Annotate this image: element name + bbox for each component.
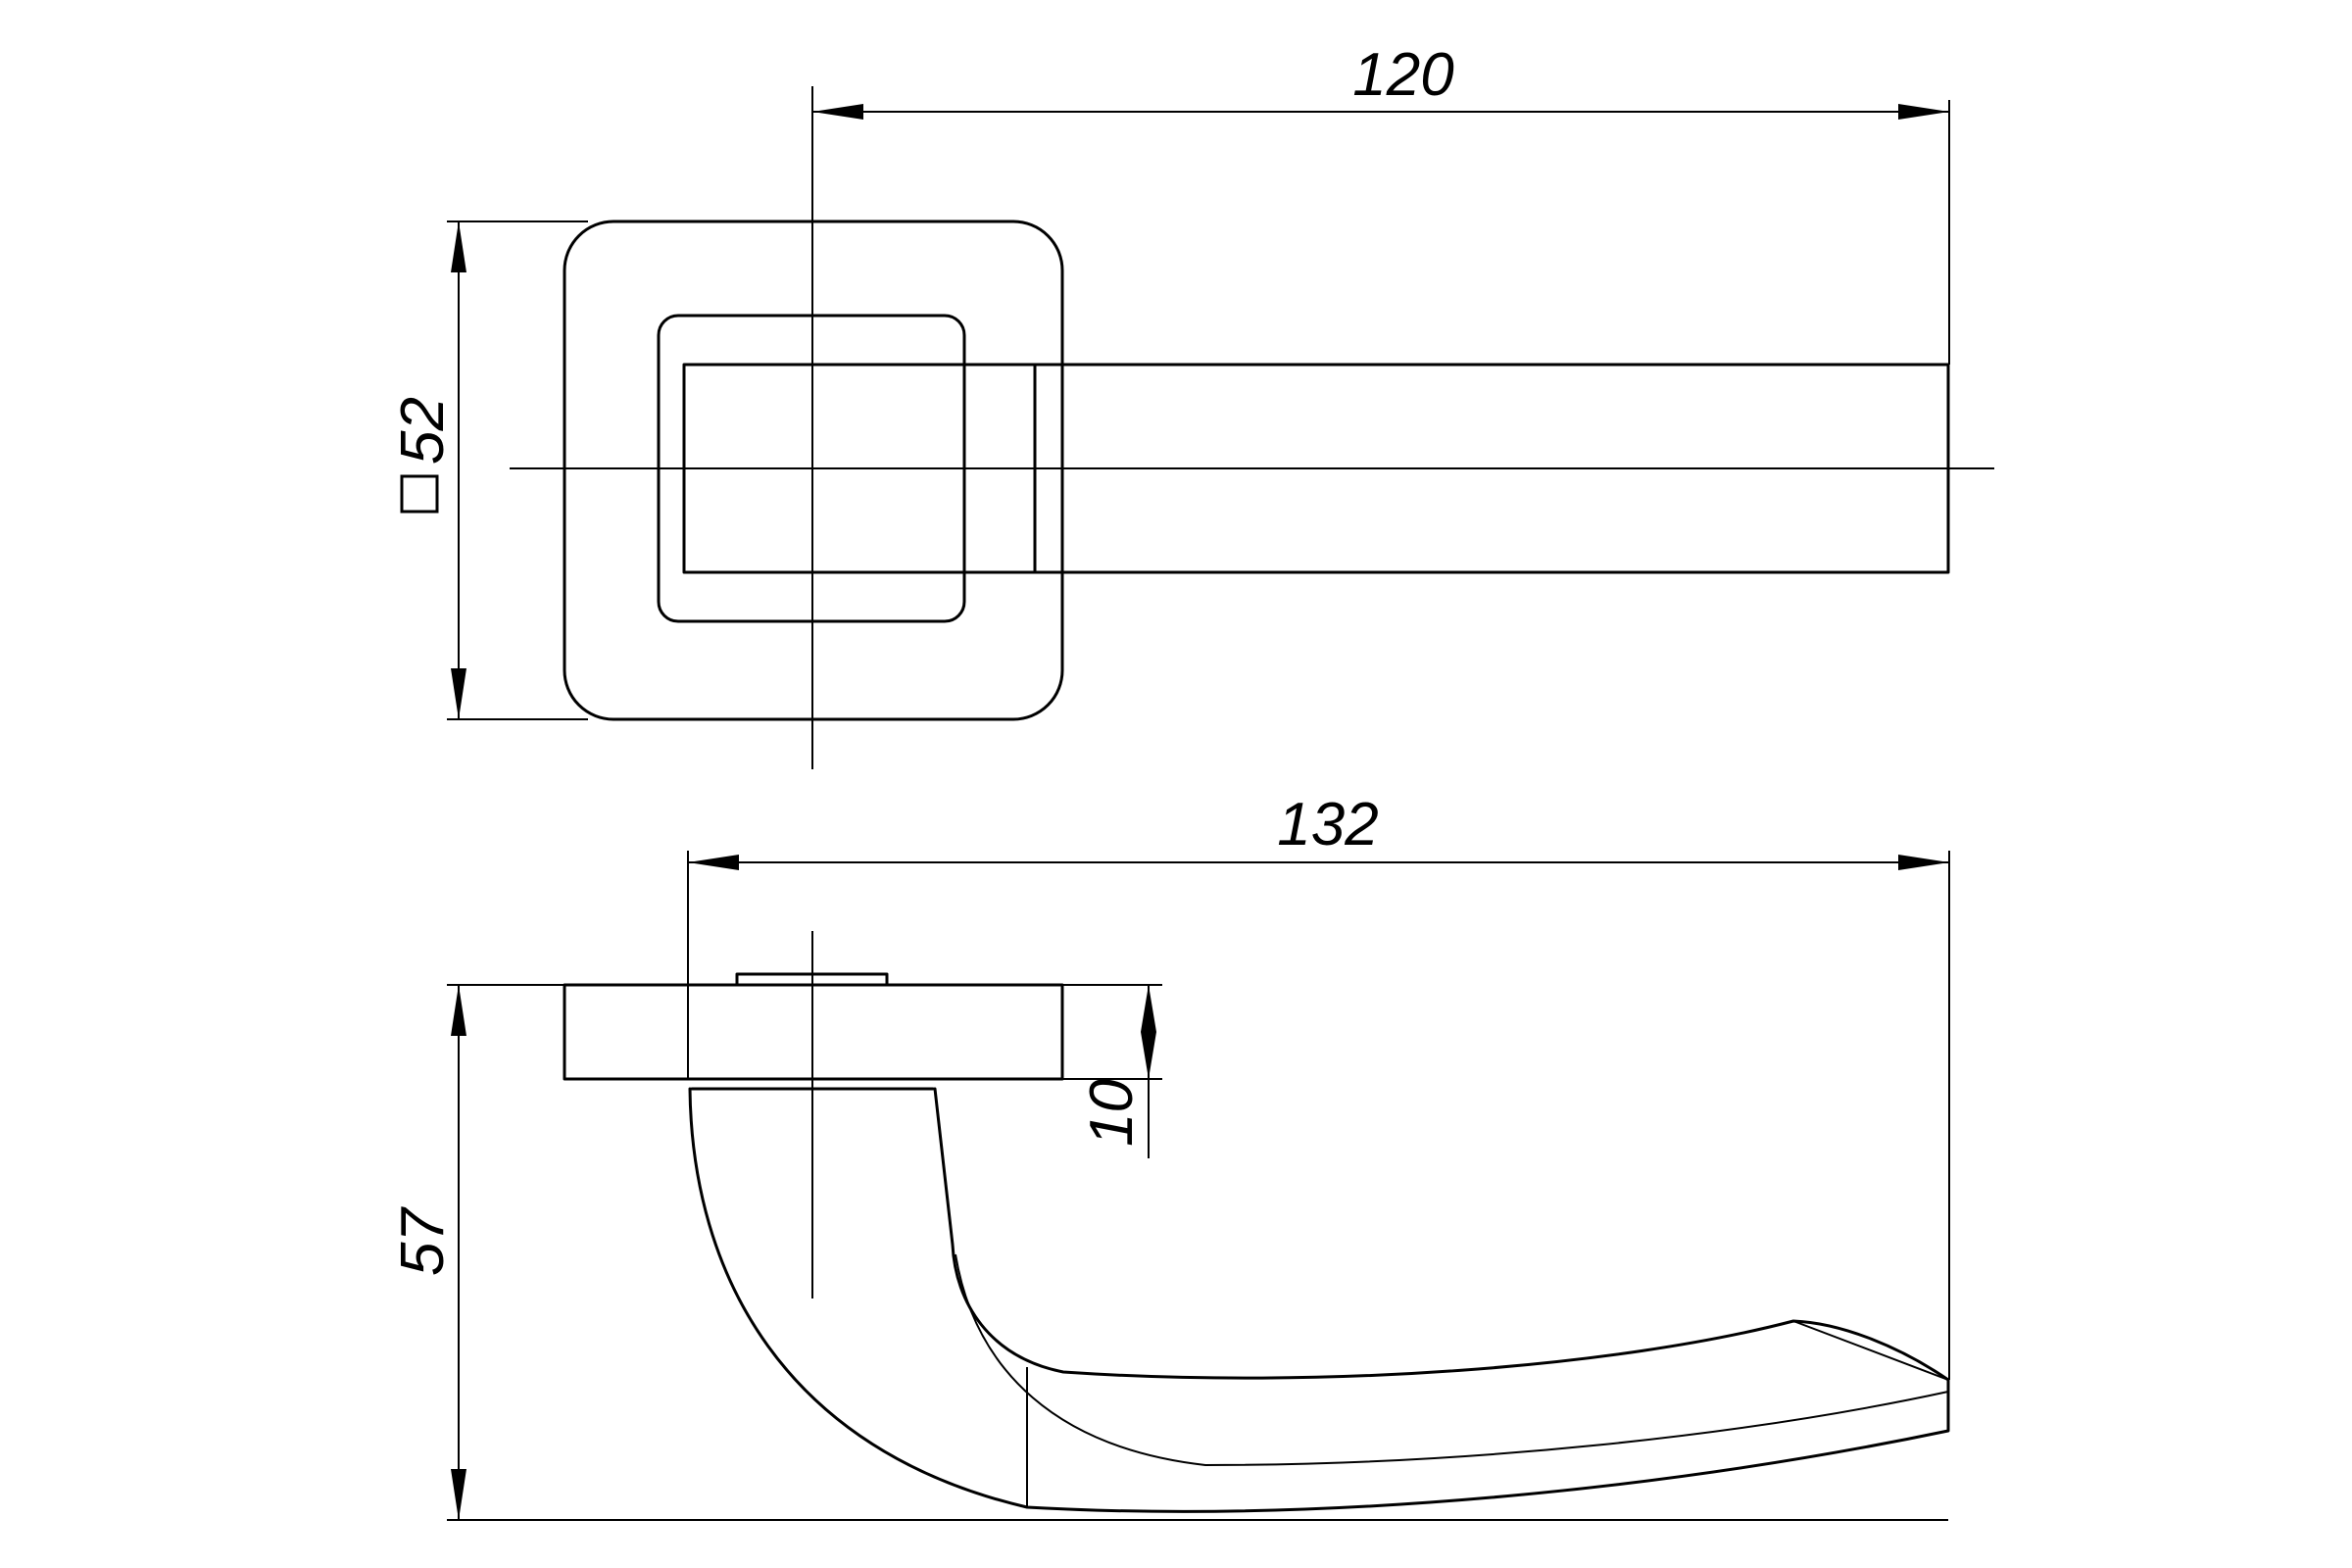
arrowhead-120-right — [1898, 104, 1949, 120]
arrowhead-52-bottom — [451, 668, 466, 719]
dim-label-132: 132 — [1277, 791, 1378, 858]
arrowhead-57-top — [451, 985, 466, 1036]
dim-label-52: 52 — [389, 397, 457, 465]
top-view: 120 52 — [389, 41, 1994, 769]
lever-side-outline — [688, 1087, 1950, 1513]
arrowhead-10-top — [1141, 985, 1156, 1032]
arrowhead-132-left — [688, 855, 739, 870]
arrowhead-132-right — [1898, 855, 1949, 870]
dim-label-120: 120 — [1352, 41, 1453, 109]
dim-label-57: 57 — [389, 1206, 457, 1276]
arrowhead-120-left — [812, 104, 863, 120]
dim-label-10: 10 — [1078, 1079, 1146, 1147]
side-view: 132 10 57 — [389, 791, 1950, 1521]
lever-inner-curve — [955, 1253, 1949, 1467]
arrowhead-52-top — [451, 221, 466, 272]
lever-tip-facet — [1792, 1320, 1949, 1381]
square-symbol-icon — [400, 474, 439, 514]
arrowhead-57-bottom — [451, 1469, 466, 1520]
arrowhead-10-bottom — [1141, 1032, 1156, 1079]
